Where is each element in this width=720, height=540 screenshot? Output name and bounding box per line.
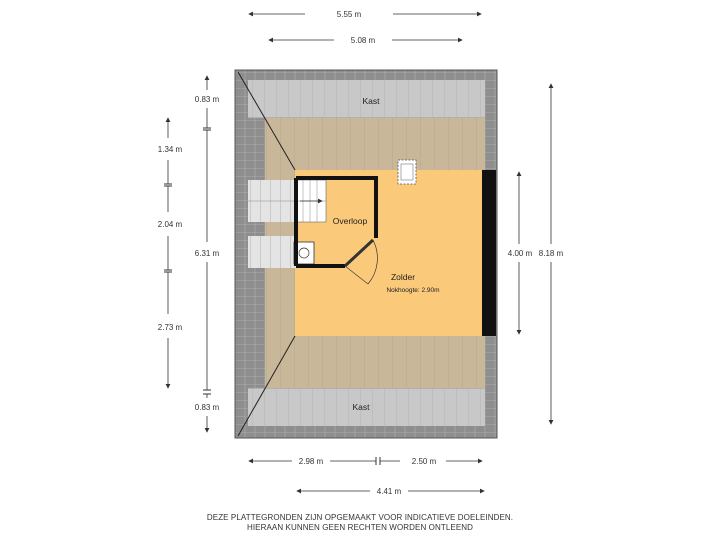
dim-bottom-total: 4.41 m <box>377 487 402 496</box>
dim-bottom-right: 2.50 m <box>412 457 437 466</box>
dimension-lines <box>165 11 554 494</box>
dim-right-outer: 8.18 m <box>539 249 564 258</box>
sloped-floor-lower <box>265 336 485 388</box>
room-label-kast-top: Kast <box>362 96 380 106</box>
dim-top-outer: 5.55 m <box>337 10 362 19</box>
kast-bottom-floor <box>248 388 485 426</box>
room-note-nokhoogte: Nokhoogte: 2.90m <box>386 287 439 294</box>
walls <box>294 176 378 268</box>
dim-right-inner: 4.00 m <box>508 249 533 258</box>
disclaimer-line-2: HIERAAN KUNNEN GEEN RECHTEN WORDEN ONTLE… <box>246 523 474 532</box>
dim-left-2-73: 2.73 m <box>158 323 183 332</box>
gable-wall <box>482 170 496 336</box>
room-label-overloop: Overloop <box>333 216 368 226</box>
dimension-ticks <box>164 127 381 465</box>
dim-left-2-04: 2.04 m <box>158 220 183 229</box>
room-label-kast-bottom: Kast <box>352 402 370 412</box>
dim-top-inner: 5.08 m <box>351 36 376 45</box>
dim-bottom-left: 2.98 m <box>299 457 324 466</box>
sloped-floor-upper <box>265 118 485 170</box>
dim-left-0-83-bottom: 0.83 m <box>195 403 220 412</box>
skylight-icon <box>397 159 417 185</box>
dim-left-0-83-top: 0.83 m <box>195 95 220 104</box>
disclaimer-line-1: DEZE PLATTEGRONDEN ZIJN OPGEMAAKT VOOR I… <box>206 513 514 522</box>
staircase-lower <box>248 236 296 268</box>
building <box>234 69 498 439</box>
room-label-zolder: Zolder <box>391 272 415 282</box>
door-swing <box>343 238 378 285</box>
dim-left-total: 6.31 m <box>195 249 220 258</box>
kast-top-floor <box>248 80 485 118</box>
dim-left-1-34: 1.34 m <box>158 145 183 154</box>
